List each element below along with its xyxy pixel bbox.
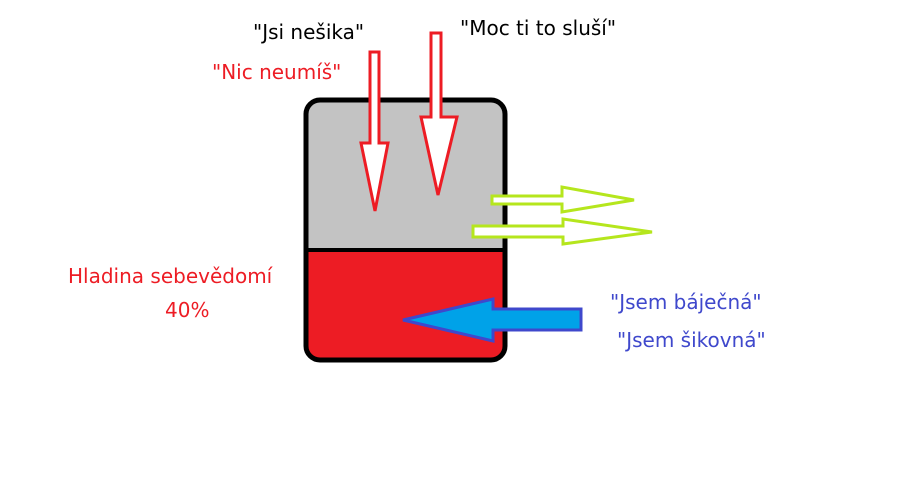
compliment-remark: "Moc ti to sluší" bbox=[460, 16, 617, 40]
green-arrow-out-1 bbox=[490, 185, 635, 214]
affirmation-1: "Jsem báječná" bbox=[610, 290, 762, 314]
green-arrow-out-2 bbox=[471, 217, 653, 246]
red-arrow-down-1 bbox=[359, 50, 390, 212]
confidence-level-value: 40% bbox=[165, 298, 210, 322]
blue-arrow-in bbox=[402, 297, 583, 343]
negative-remark-2: "Nic neumíš" bbox=[212, 60, 342, 84]
red-arrow-down-2 bbox=[419, 31, 459, 196]
affirmation-2: "Jsem šikovná" bbox=[617, 328, 766, 352]
confidence-level-title: Hladina sebevědomí bbox=[68, 264, 273, 288]
negative-remark-1: "Jsi nešika" bbox=[253, 20, 365, 44]
